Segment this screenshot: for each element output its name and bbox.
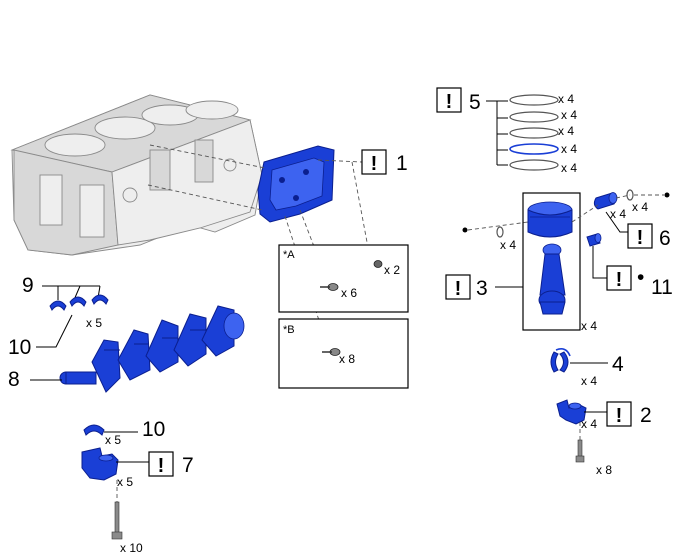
notice-mark-part-3: ! [455, 278, 462, 300]
qty-ring-3: x 4 [558, 124, 574, 138]
bolt-b-icon [322, 348, 341, 356]
qty-pin: x 4 [610, 207, 626, 221]
notice-box-part-11 [606, 265, 632, 291]
qty-piston-rod: x 4 [581, 319, 597, 333]
detail-box-a [278, 244, 409, 313]
notice-mark-part-6: ! [637, 227, 644, 249]
qty-clip-left: x 4 [500, 238, 516, 252]
qty-bolt-a: x 6 [341, 286, 357, 300]
main-bolt-icon [111, 501, 123, 540]
connecting-rod-illustration [538, 243, 566, 315]
part-number-3: 3 [476, 277, 488, 300]
qty-bolt-b: x 8 [339, 352, 355, 366]
notice-mark-part-7: ! [158, 455, 165, 477]
qty-rod-cap: x 4 [581, 417, 597, 431]
cover-plate-illustration [257, 145, 335, 223]
snap-ring-right-icon [626, 189, 634, 201]
part-number-4: 4 [612, 353, 624, 376]
thrust-washer-illustration [49, 294, 109, 311]
notice-box-part-7 [148, 451, 174, 477]
notice-mark-part-1: ! [371, 153, 378, 175]
part-number-11: 11 [651, 276, 673, 299]
upper-main-bearing-illustration [83, 424, 105, 436]
piston-rings-illustration [509, 94, 559, 171]
qty-upper-bearing: x 5 [105, 433, 121, 447]
rod-bearing-illustration [550, 348, 571, 373]
detail-label-a: *A [283, 249, 295, 261]
qty-ring-1: x 4 [558, 92, 574, 106]
crankshaft-illustration [59, 305, 245, 393]
piston-illustration [527, 201, 573, 238]
part-number-5: 5 [469, 91, 481, 114]
left-reference-dot [462, 227, 468, 233]
qty-ring-4: x 4 [561, 142, 577, 156]
notice-box-part-2 [606, 401, 632, 427]
detail-label-b: *B [283, 324, 295, 336]
part-number-10-lower: 10 [142, 418, 165, 441]
notice-mark-part-11: ! [616, 269, 623, 291]
part-number-9: 9 [22, 274, 34, 297]
notice-box-part-5 [436, 87, 462, 113]
qty-clip-right: x 4 [632, 200, 648, 214]
qty-rod-bolt: x 8 [596, 463, 612, 477]
qty-ring-2: x 4 [561, 108, 577, 122]
qty-rod-bearing: x 4 [581, 374, 597, 388]
bolt-a-icon [320, 283, 339, 291]
plug-icon [373, 260, 383, 268]
snap-ring-left-icon [496, 226, 504, 238]
detail-box-b [278, 318, 409, 389]
notice-mark-part-2: ! [616, 405, 623, 427]
part-number-2: 2 [640, 404, 652, 427]
cylinder-block-illustration [10, 94, 263, 256]
qty-main-cap: x 5 [117, 475, 133, 489]
rod-bolt-icon [575, 439, 585, 463]
main-cap-illustration [81, 447, 119, 481]
part-number-6: 6 [659, 227, 671, 250]
notice-box-part-3 [445, 274, 471, 300]
part-number-1: 1 [396, 152, 408, 175]
qty-plug: x 2 [384, 263, 400, 277]
qty-thrust-washer: x 5 [86, 316, 102, 330]
part-number-8: 8 [8, 368, 20, 391]
right-reference-dot [664, 192, 670, 198]
part-number-10-upper: 10 [8, 336, 31, 359]
rod-cap-illustration [556, 399, 587, 425]
notice-box-part-1 [361, 149, 387, 175]
qty-main-bolt: x 10 [120, 541, 143, 555]
notice-box-part-6 [627, 223, 653, 249]
part-number-7: 7 [182, 454, 194, 477]
qty-ring-5: x 4 [561, 161, 577, 175]
bushing-illustration [586, 233, 602, 247]
notice-mark-part-5: ! [446, 91, 453, 113]
dot-marker-part-11: • [637, 266, 644, 289]
